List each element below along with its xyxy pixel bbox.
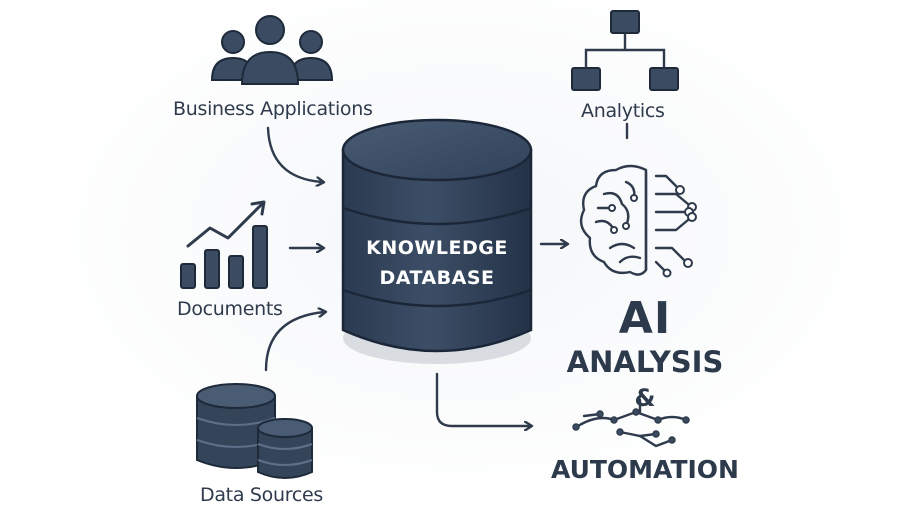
people-group-icon — [210, 15, 334, 85]
documents-label: Documents — [177, 298, 283, 320]
knowledge-database-label-line2: DATABASE — [379, 267, 495, 289]
data-sources-label: Data Sources — [200, 484, 323, 506]
automation-title: AUTOMATION — [550, 455, 739, 484]
ampersand-title: & — [634, 384, 656, 412]
ai-title: AI — [618, 293, 672, 344]
knowledge-database-cylinder — [341, 118, 533, 364]
analytics-label: Analytics — [581, 100, 665, 122]
hierarchy-tree-icon — [571, 10, 679, 91]
arrow-business-to-db — [266, 126, 322, 182]
business-applications-label: Business Applications — [173, 98, 373, 120]
arrow-db-to-automation — [435, 372, 530, 426]
database-stack-icon — [196, 383, 313, 479]
knowledge-database-label-line1: KNOWLEDGE — [366, 237, 508, 259]
network-node-dots — [572, 408, 690, 444]
circuit-brain-icon — [579, 164, 690, 276]
brain-circuit-nodes — [608, 185, 697, 278]
arrow-datasources-to-db — [264, 312, 324, 372]
analysis-title: ANALYSIS — [566, 345, 724, 379]
bar-chart-trend-icon — [180, 200, 268, 289]
